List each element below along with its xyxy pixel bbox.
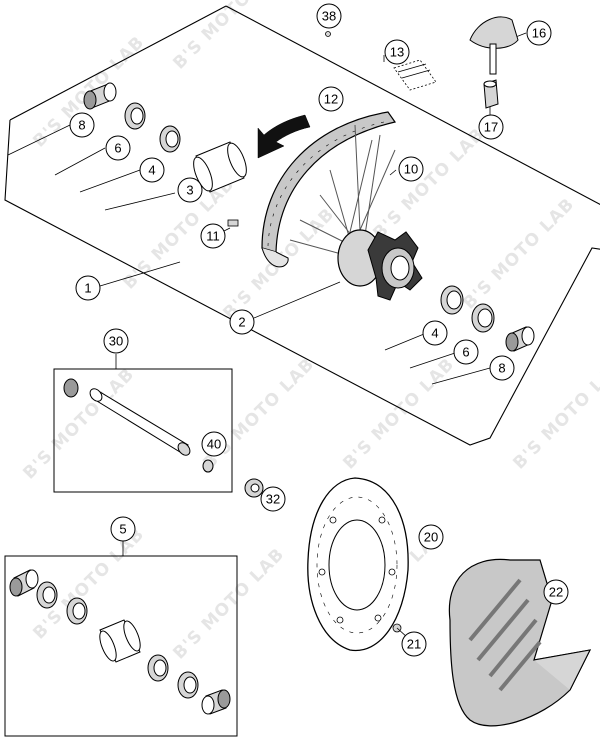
svg-text:30: 30	[109, 334, 123, 349]
svg-text:13: 13	[390, 45, 404, 60]
part-seal-8-top	[83, 82, 117, 110]
svg-text:6: 6	[462, 345, 469, 360]
svg-text:32: 32	[266, 492, 280, 507]
callout-11: 11	[200, 223, 226, 249]
svg-text:17: 17	[484, 120, 498, 135]
part-seal-8-right	[505, 326, 535, 352]
callout-38: 38	[316, 3, 342, 29]
watermark-text: B'S MOTO LAB	[339, 354, 458, 473]
callout-3: 3	[177, 177, 203, 203]
part-nut-32	[244, 478, 264, 498]
callout-1: 1	[75, 275, 101, 301]
callout-13: 13	[384, 39, 410, 65]
watermark-text: B'S MOTO LAB	[459, 194, 578, 313]
svg-text:38: 38	[322, 9, 336, 24]
callout-8-right: 8	[489, 355, 515, 381]
callout-labels: 1 2 3 4 6 8 4 6 8 10 11 12 13 16 17 38 3…	[69, 3, 569, 657]
part-disc-guard-22	[448, 558, 592, 727]
part-valve-16	[469, 16, 519, 75]
callout-4-top: 4	[139, 157, 165, 183]
svg-text:3: 3	[186, 183, 193, 198]
callout-30: 30	[103, 328, 129, 354]
svg-text:22: 22	[549, 585, 563, 600]
part-nipple-38	[325, 31, 331, 37]
svg-text:16: 16	[532, 26, 546, 41]
watermark-text: B'S MOTO LAB	[169, 0, 288, 74]
part-bearing-4-top	[159, 125, 181, 153]
part-valve-nut-17	[483, 79, 499, 109]
part-bearing-4-right	[440, 285, 464, 315]
leader-line-2	[254, 288, 330, 320]
svg-text:4: 4	[431, 326, 438, 341]
callout-12: 12	[318, 86, 344, 112]
part-bearing-6-right	[471, 303, 495, 333]
part-brake-disc-20	[307, 477, 409, 652]
callout-32: 32	[260, 486, 286, 512]
svg-text:6: 6	[114, 141, 121, 156]
watermark-text: B'S MOTO LAB	[369, 124, 488, 243]
bearing-kit-frame	[4, 555, 238, 737]
callout-2: 2	[229, 309, 255, 335]
callout-10: 10	[398, 156, 424, 182]
part-rim-tape-13	[393, 59, 437, 91]
callout-17: 17	[478, 114, 504, 140]
svg-text:11: 11	[206, 229, 220, 244]
callout-8-top: 8	[69, 112, 95, 138]
part-axle-30	[63, 378, 214, 473]
part-kit-5-contents	[9, 569, 231, 715]
part-screw-11	[227, 219, 239, 227]
part-spacer-3	[193, 141, 247, 193]
callout-5: 5	[110, 516, 136, 542]
axle-kit-frame	[53, 368, 233, 493]
svg-text:8: 8	[498, 361, 505, 376]
part-rim-2	[261, 111, 396, 268]
wheel-assembly-frame	[4, 5, 600, 446]
svg-text:21: 21	[407, 637, 421, 652]
callout-40: 40	[201, 431, 227, 457]
svg-text:10: 10	[404, 162, 418, 177]
watermark-text: B'S MOTO LAB	[19, 364, 138, 483]
svg-text:40: 40	[207, 437, 221, 452]
callout-4-right: 4	[422, 320, 448, 346]
callout-6-right: 6	[453, 339, 479, 365]
svg-text:12: 12	[324, 92, 338, 107]
callout-20: 20	[418, 524, 444, 550]
callout-6-top: 6	[105, 135, 131, 161]
part-bearing-6-top	[124, 102, 146, 130]
part-hub	[337, 229, 423, 301]
callout-22: 22	[543, 579, 569, 605]
part-spokes-10	[289, 124, 396, 256]
svg-text:1: 1	[84, 281, 91, 296]
callout-16: 16	[526, 20, 552, 46]
direction-arrow	[257, 114, 311, 159]
svg-text:5: 5	[119, 522, 126, 537]
svg-text:20: 20	[424, 530, 438, 545]
svg-text:8: 8	[78, 118, 85, 133]
watermark-text: B'S MOTO LAB	[169, 544, 288, 663]
watermark-text: B'S MOTO LAB	[509, 354, 600, 473]
svg-text:4: 4	[148, 163, 155, 178]
callout-21: 21	[401, 631, 427, 657]
svg-text:2: 2	[238, 315, 245, 330]
leader-line-1	[99, 261, 181, 287]
